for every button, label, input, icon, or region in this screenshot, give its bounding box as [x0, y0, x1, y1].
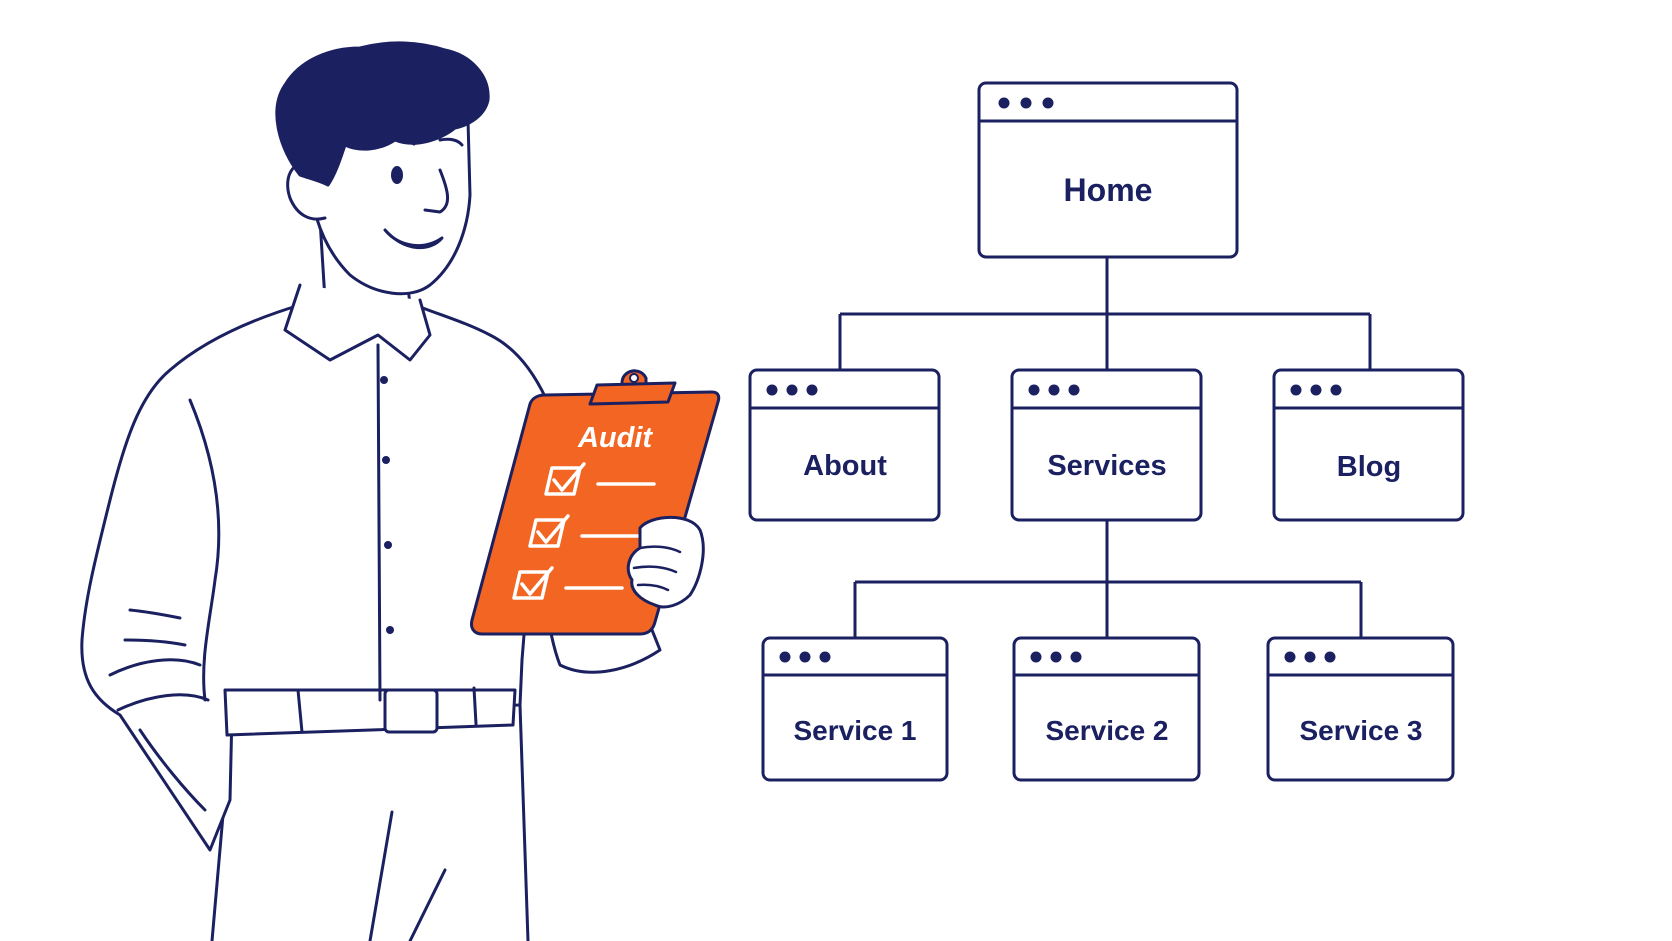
checkbox-icon [512, 570, 550, 600]
sitemap-node-service-3: Service 3 [1266, 636, 1455, 782]
clipboard-title: Audit [577, 422, 653, 454]
right-hand [626, 515, 705, 609]
clipboard: Audit [470, 369, 721, 636]
check-icon [536, 514, 570, 544]
left-arm-fold [123, 608, 187, 647]
browser-window [977, 81, 1239, 259]
left-hand [138, 728, 207, 812]
node-label: Service 2 [1046, 715, 1169, 746]
person-illustration [80, 41, 662, 941]
sitemap-node-blog: Blog [1272, 368, 1465, 522]
node-label: Services [1047, 450, 1166, 482]
checklist-item [528, 514, 640, 548]
placket [376, 343, 382, 702]
clipboard-clip [588, 369, 677, 406]
shirt [80, 303, 562, 852]
browser-window [1010, 368, 1203, 522]
node-label: About [803, 450, 887, 482]
sitemap-node-home: Home [977, 81, 1239, 259]
checklist-item [512, 566, 624, 600]
pants [210, 703, 530, 941]
eyebrow-2 [438, 137, 464, 147]
finger-lines [632, 545, 682, 592]
checklist [512, 462, 656, 600]
node-label: Home [1064, 172, 1153, 208]
left-arm-crease [188, 398, 221, 702]
sitemap-node-services: Services [1010, 368, 1203, 522]
browser-window [748, 368, 941, 522]
node-label: Service 1 [794, 715, 917, 746]
sitemap-node-service-2: Service 2 [1012, 636, 1201, 782]
sitemap-connectors [838, 258, 1372, 638]
browser-window [1012, 636, 1201, 782]
window-dots-icon [779, 651, 831, 663]
window-dots-icon [1030, 651, 1082, 663]
node-label: Service 3 [1300, 715, 1423, 746]
belt-buckle [383, 688, 439, 734]
checkbox-icon [544, 466, 582, 496]
clip-hole [629, 373, 639, 383]
window-dots-icon [998, 97, 1054, 109]
eyebrow [378, 138, 416, 147]
eye [391, 166, 403, 184]
belt [223, 688, 517, 737]
nose [423, 168, 449, 214]
window-dots-icon [1290, 384, 1342, 396]
collar [283, 283, 432, 362]
left-cuff [108, 658, 210, 712]
mouth [383, 228, 444, 250]
belt-loops [296, 686, 478, 734]
browser-window [1266, 636, 1455, 782]
browser-window [761, 636, 949, 782]
check-icon [520, 566, 554, 596]
window-dots-icon [766, 384, 818, 396]
sitemap-node-service-1: Service 1 [761, 636, 949, 782]
hair [275, 41, 490, 187]
checkbox-icon [528, 518, 566, 548]
shirt-buttons [380, 376, 394, 634]
node-label: Blog [1337, 451, 1401, 483]
check-icon [552, 462, 586, 492]
checklist-item [544, 462, 656, 496]
window-dots-icon [1284, 651, 1336, 663]
sitemap-node-about: About [748, 368, 941, 522]
window-dots-icon [1028, 384, 1080, 396]
browser-window [1272, 368, 1465, 522]
